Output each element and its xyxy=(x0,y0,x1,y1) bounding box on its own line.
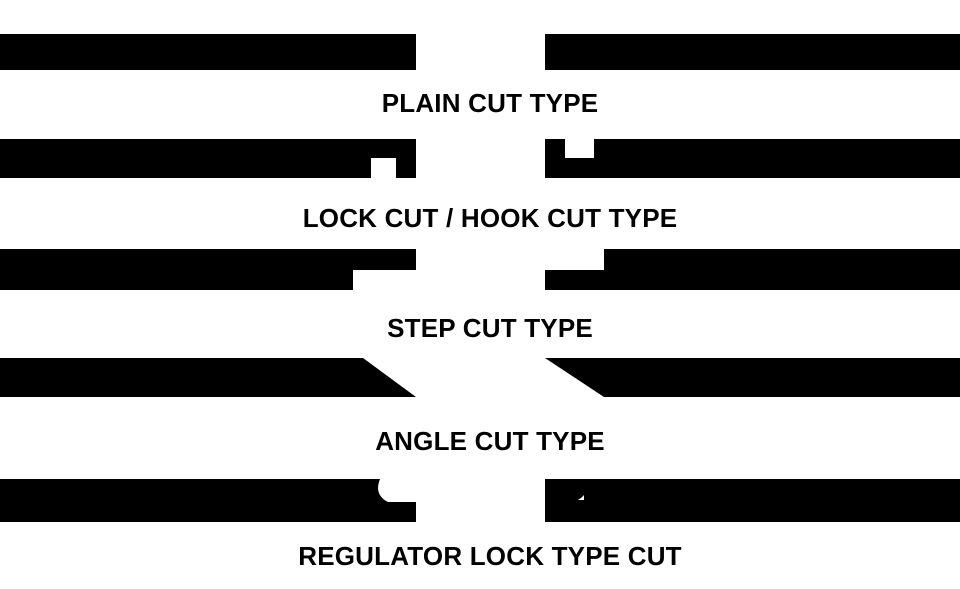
angle-cut-illustration xyxy=(0,358,960,397)
regulator-cut-illustration xyxy=(0,479,960,522)
plain-cut-right-ring-end xyxy=(545,34,960,70)
plain-cut-left-ring-end xyxy=(0,34,416,70)
plain-cut-illustration xyxy=(0,34,960,70)
angle-cut-label: ANGLE CUT TYPE xyxy=(375,426,605,456)
plain-cut-label: PLAIN CUT TYPE xyxy=(381,88,599,118)
regulator-cut-left-ring-end xyxy=(0,479,416,522)
lock-cut-illustration xyxy=(0,139,960,178)
step-cut-illustration xyxy=(0,249,960,290)
step-cut-left-ring-end xyxy=(0,249,416,290)
angle-cut-right-ring-end xyxy=(545,358,960,397)
step-cut-right-ring-end xyxy=(545,249,960,290)
lock-cut-left-ring-end xyxy=(0,139,416,178)
lock-cut-label: LOCK CUT / HOOK CUT TYPE xyxy=(302,203,678,233)
step-cut-label: STEP CUT TYPE xyxy=(387,313,593,343)
regulator-cut-right-lower-band xyxy=(545,500,960,522)
angle-cut-left-ring-end xyxy=(0,358,416,397)
regulator-cut-label: REGULATOR LOCK TYPE CUT xyxy=(298,541,682,571)
lock-cut-right-ring-end xyxy=(545,139,960,178)
